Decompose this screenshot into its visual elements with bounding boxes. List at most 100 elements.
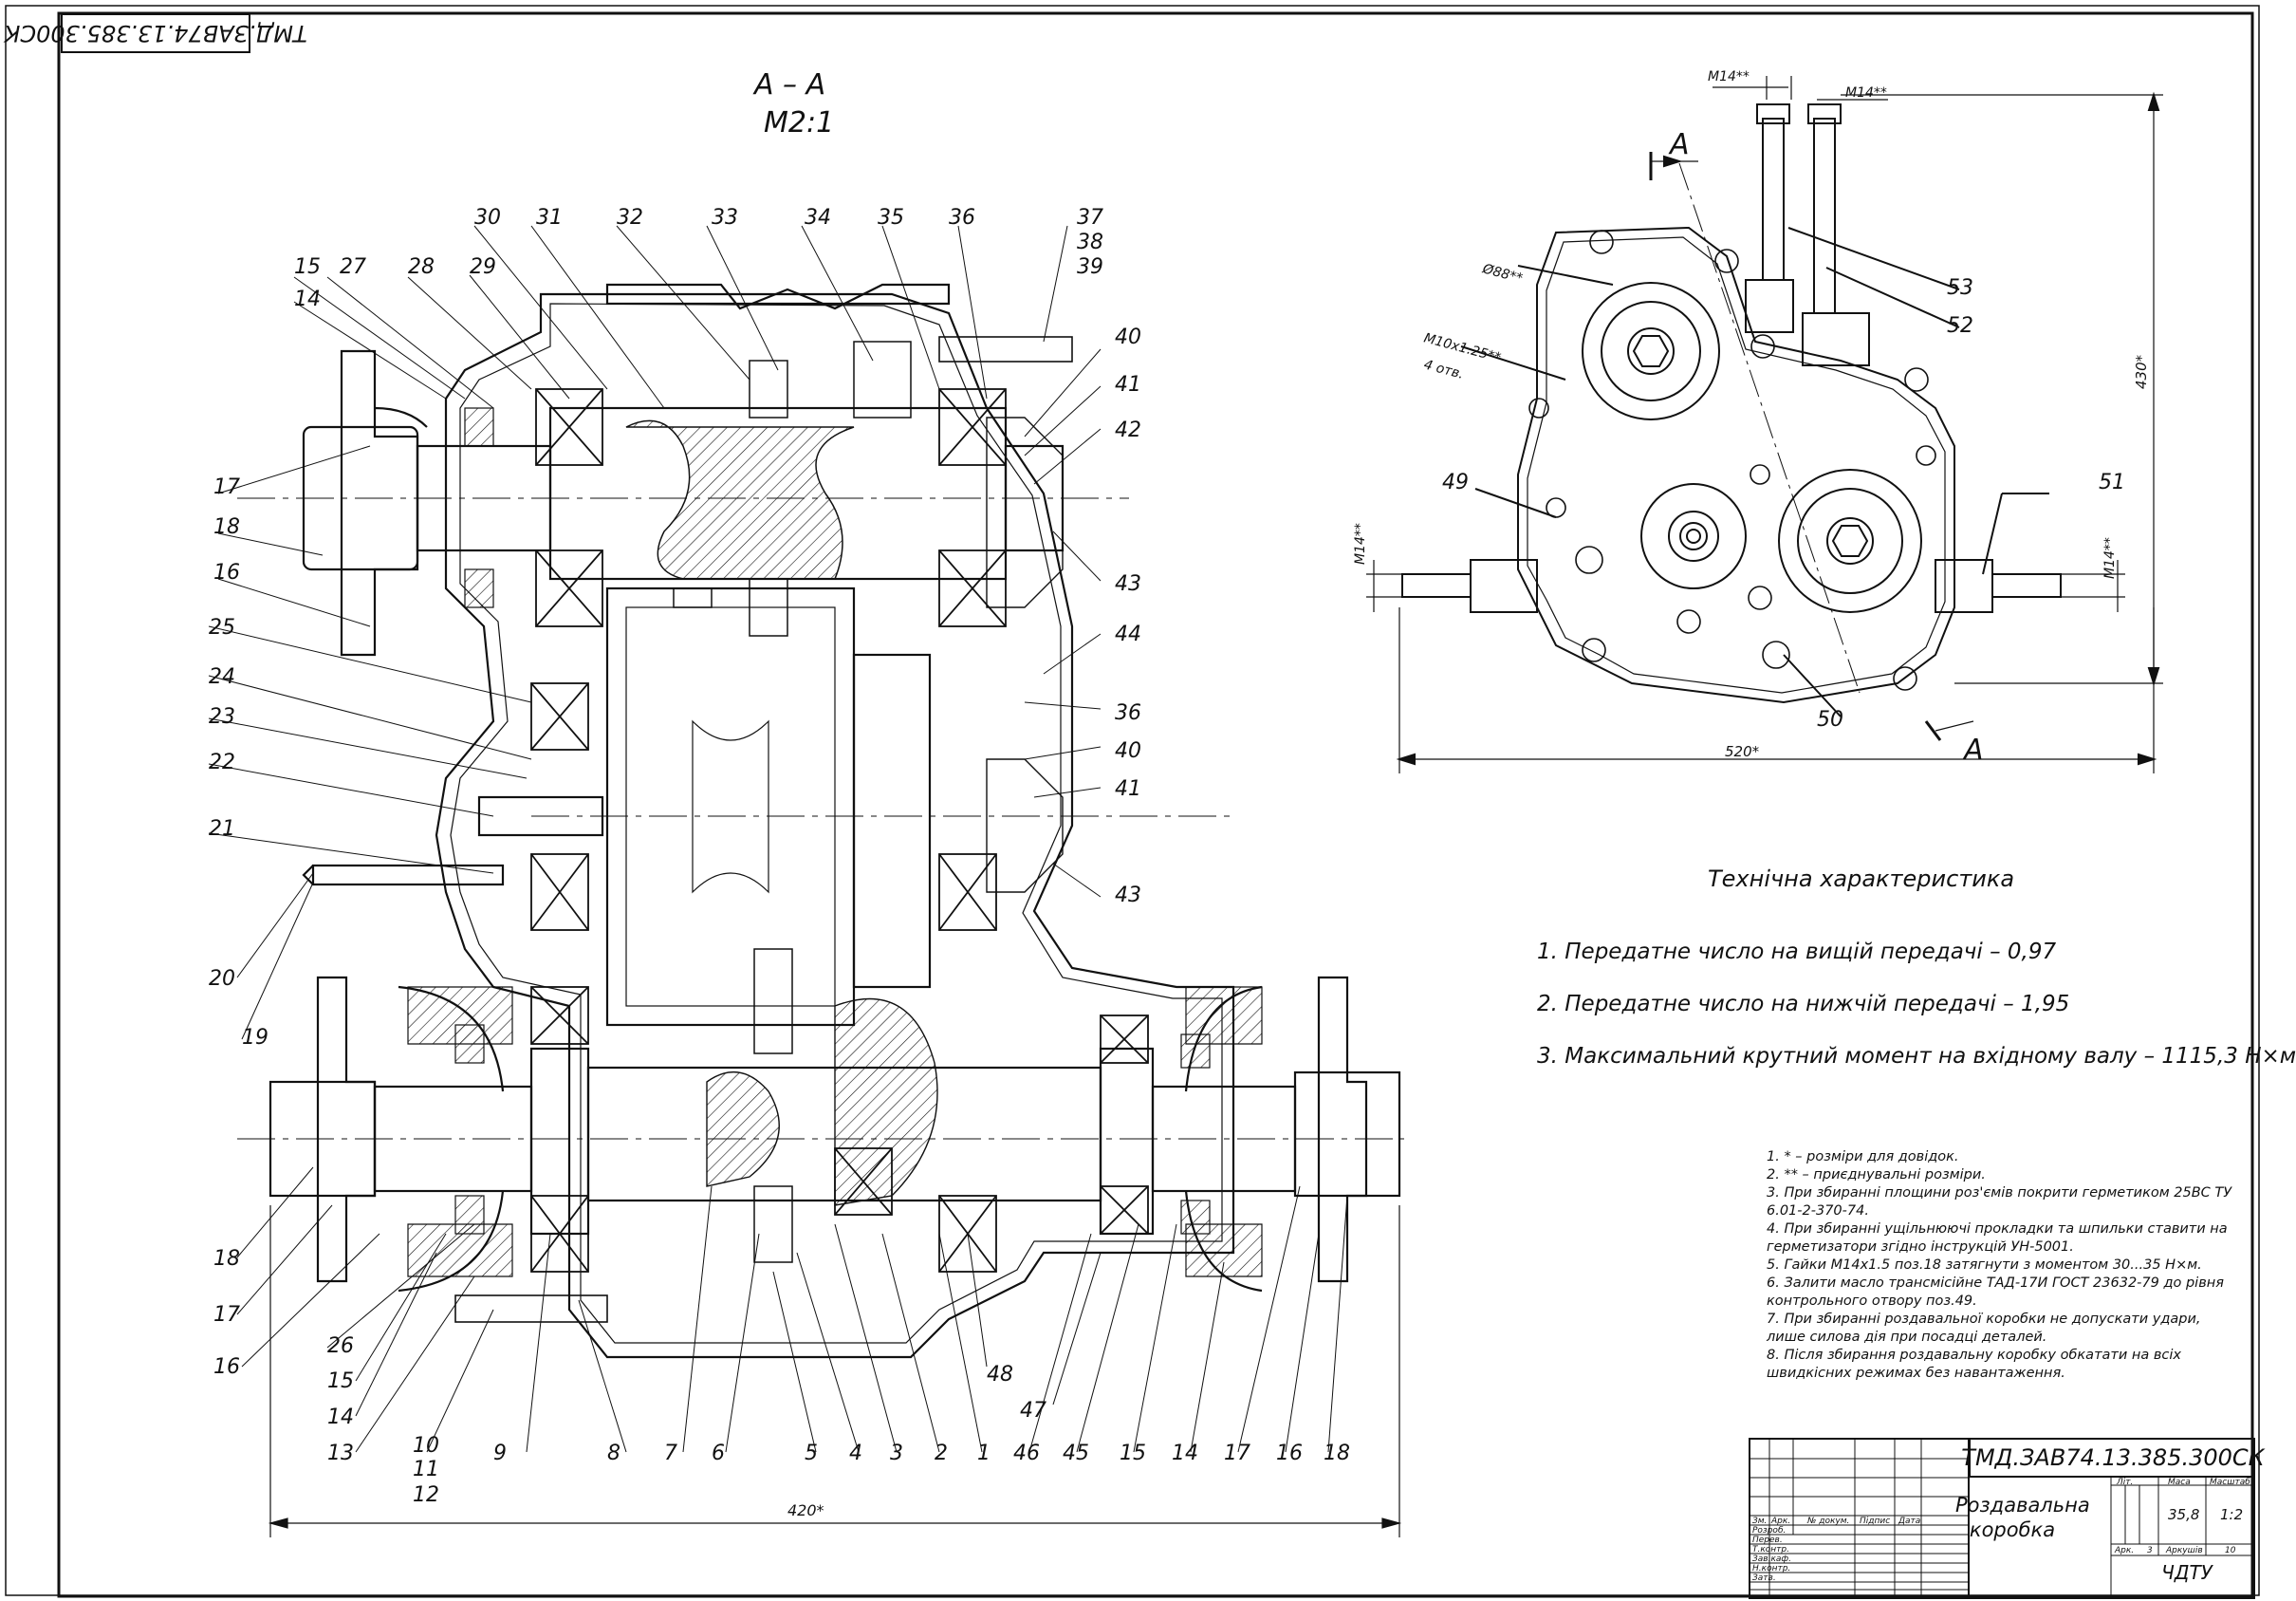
tb-hdr: № докум. — [1807, 1517, 1850, 1526]
callout: 14 — [327, 1406, 354, 1429]
tb-role: Затв. — [1752, 1573, 1776, 1583]
callout: 37 — [1077, 206, 1103, 230]
callout: 15 — [294, 255, 321, 279]
section-callouts-right: 40 41 42 43 44 36 40 41 43 — [1115, 326, 1141, 907]
callout: 12 — [413, 1483, 439, 1507]
callout: 30 — [474, 206, 501, 230]
note: 6. Залити масло трансмісійне ТАД-17И ГОС… — [1767, 1275, 2224, 1309]
callout-51: 51 — [2099, 471, 2125, 494]
callout: 18 — [213, 1247, 240, 1271]
callout: 6 — [712, 1442, 725, 1465]
tech-spec-title: Технічна характеристика — [1708, 866, 2015, 892]
callout: 1 — [977, 1442, 991, 1465]
callout: 41 — [1115, 777, 1141, 801]
drawing-code-stamp: ТМД.ЗАВ74.13.385.300СК — [4, 13, 307, 53]
callout: 25 — [209, 616, 235, 640]
section-scale: М2:1 — [764, 106, 835, 140]
note: 4. При збиранні ущільнюючі прокладки та … — [1767, 1221, 2228, 1255]
section-callouts-bottom: 18 17 16 26 15 14 13 10 11 12 9 8 7 6 5 … — [213, 1247, 1350, 1507]
note: 3. При збиранні площини роз'ємів покрити… — [1767, 1185, 2232, 1219]
callout: 14 — [294, 288, 321, 311]
callout-50: 50 — [1817, 708, 1843, 732]
callout: 29 — [470, 255, 496, 279]
title-block-name-line2: коробка — [1969, 1518, 2056, 1541]
dim-bolt-circle: Ø88** — [1480, 261, 1524, 287]
dim-body-width: 520* — [1725, 743, 1760, 760]
title-block: ТМД.ЗАВ74.13.385.300СК Роздавальна короб… — [1749, 1438, 2265, 1599]
callout: 36 — [1115, 701, 1141, 725]
front-view-drawing — [1366, 76, 2163, 773]
note: 7. При збиранні роздавальної коробки не … — [1767, 1312, 2201, 1345]
callout: 38 — [1077, 231, 1103, 254]
note: 2. ** – приєднувальні розміри. — [1767, 1167, 1986, 1182]
callout: 39 — [1077, 255, 1103, 279]
callout: 10 — [413, 1434, 439, 1458]
tb-sheet-label: Арк. — [2115, 1546, 2135, 1555]
callout: 28 — [408, 255, 435, 279]
dim-overall-width — [268, 1205, 1402, 1537]
callout: 16 — [1276, 1442, 1303, 1465]
callout-53: 53 — [1947, 276, 1973, 300]
callout: 9 — [493, 1442, 507, 1465]
tb-sheets: 10 — [2225, 1546, 2236, 1555]
callout-49: 49 — [1442, 471, 1469, 494]
callout: 17 — [213, 1303, 240, 1327]
callout: 40 — [1115, 739, 1141, 763]
callout: 8 — [607, 1442, 620, 1465]
callout: 42 — [1115, 419, 1141, 442]
note: 8. Після збирання роздавальну коробку об… — [1767, 1348, 2181, 1381]
callout: 17 — [1224, 1442, 1250, 1465]
tb-sheet: 3 — [2147, 1546, 2153, 1555]
tb-col-mass: Маса — [2168, 1478, 2191, 1487]
callout: 44 — [1115, 623, 1141, 646]
tb-role: Т.контр. — [1752, 1545, 1790, 1554]
callout: 17 — [213, 475, 240, 499]
callout: 35 — [878, 206, 904, 230]
callout: 48 — [987, 1363, 1013, 1387]
dim-m14-top-right: М14** — [1845, 85, 1887, 101]
callout: 36 — [949, 206, 975, 230]
callout: 5 — [805, 1442, 818, 1465]
section-title: А – А — [754, 68, 826, 102]
tb-hdr: Зм. — [1752, 1517, 1768, 1526]
tech-spec-item: 2. Передатне число на нижчій передачі – … — [1537, 992, 2070, 1016]
tb-mass: 35,8 — [2168, 1506, 2200, 1523]
callout: 27 — [340, 255, 366, 279]
callout: 18 — [1324, 1442, 1350, 1465]
tb-role: Розроб. — [1752, 1526, 1787, 1536]
tb-role: Перев. — [1752, 1536, 1783, 1545]
tb-col-scale: Масштаб — [2210, 1478, 2250, 1487]
callout: 46 — [1013, 1442, 1040, 1465]
callout-52: 52 — [1947, 314, 1973, 338]
title-block-name: Роздавальна коробка — [1955, 1493, 2090, 1542]
callout: 22 — [209, 751, 235, 774]
callout: 7 — [664, 1442, 677, 1465]
tech-spec-item: 3. Максимальний крутний момент на вхідно… — [1537, 1044, 2296, 1069]
dim-m14-top-left: М14** — [1708, 69, 1750, 84]
dim-overall-width-label: 420* — [787, 1501, 824, 1519]
callout: 11 — [413, 1458, 439, 1481]
tb-hdr: Арк. — [1771, 1517, 1791, 1526]
tech-spec-item: 1. Передатне число на вищій передачі – 0… — [1537, 940, 2057, 964]
tb-role: Зав.каф. — [1752, 1554, 1791, 1564]
callout: 40 — [1115, 326, 1141, 349]
note: 5. Гайки М14х1.5 поз.18 затягнути з моме… — [1767, 1257, 2202, 1273]
section-drawing — [237, 283, 1404, 1359]
callout: 34 — [805, 206, 831, 230]
callout: 32 — [617, 206, 643, 230]
callout: 41 — [1115, 373, 1141, 397]
callout: 4 — [849, 1442, 862, 1465]
callout: 43 — [1115, 572, 1141, 596]
section-callouts: 15 27 28 29 30 31 32 33 34 35 36 37 38 3… — [209, 206, 1103, 1050]
technical-notes: 1. * – розміри для довідок. 2. ** – приє… — [1767, 1148, 2241, 1383]
note: 1. * – розміри для довідок. — [1767, 1149, 1959, 1164]
callout: 31 — [536, 206, 563, 230]
callout: 26 — [327, 1334, 354, 1358]
callout: 33 — [712, 206, 738, 230]
callout: 13 — [327, 1442, 354, 1465]
callout: 15 — [1120, 1442, 1146, 1465]
tb-role: Н.контр. — [1752, 1564, 1791, 1573]
callout: 20 — [209, 967, 235, 991]
callout: 23 — [209, 705, 235, 729]
tb-col-lit: Літ. — [2117, 1478, 2134, 1487]
